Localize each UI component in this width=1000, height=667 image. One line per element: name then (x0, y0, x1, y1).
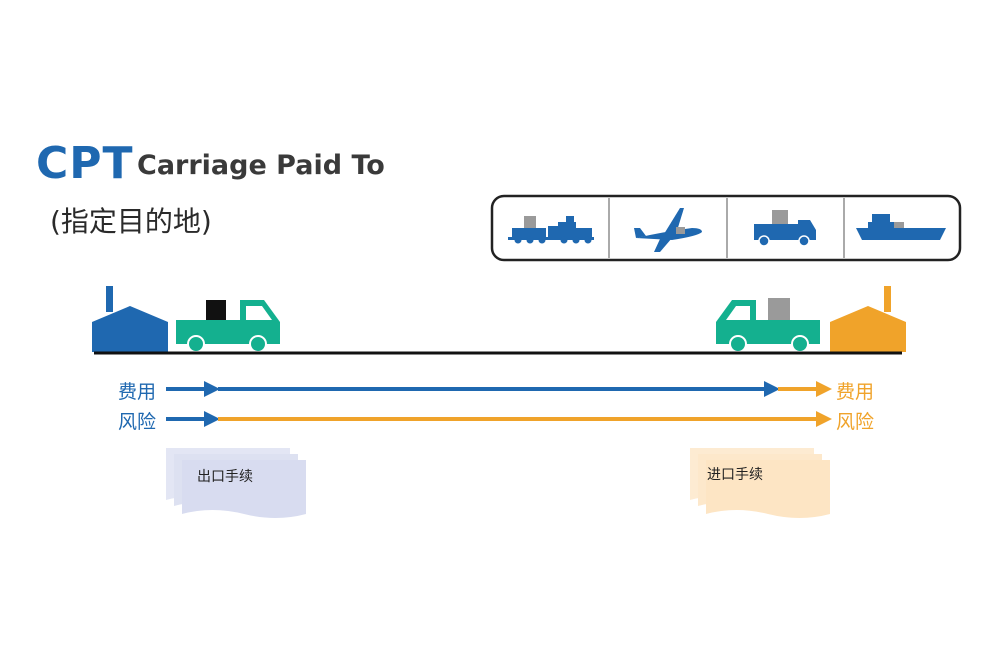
import-docs-label: 进口手续 (707, 467, 763, 483)
cost-label-left: 费用 (118, 381, 157, 403)
risk-arrow-row (166, 411, 832, 427)
airplane-icon (634, 208, 702, 252)
cost-arrow-row (166, 381, 832, 397)
truck-icon (754, 210, 816, 247)
subtitle: (指定目的地) (50, 205, 212, 238)
import-docs-icon (690, 448, 830, 518)
cost-label-right: 费用 (836, 381, 875, 403)
train-icon (508, 216, 594, 244)
ship-icon (856, 214, 946, 240)
transport-modes-box (490, 194, 962, 262)
title-name: Carriage Paid To (137, 150, 385, 181)
buyer-factory-icon (830, 286, 906, 352)
export-docs-label: 出口手续 (197, 469, 253, 485)
risk-label-left: 风险 (118, 411, 157, 433)
seller-factory-icon (92, 286, 168, 352)
seller-truck-icon (176, 300, 280, 353)
buyer-truck-icon (716, 298, 820, 353)
risk-label-right: 风险 (836, 411, 875, 433)
title-code: CPT (36, 138, 134, 189)
export-docs-icon (166, 448, 306, 518)
